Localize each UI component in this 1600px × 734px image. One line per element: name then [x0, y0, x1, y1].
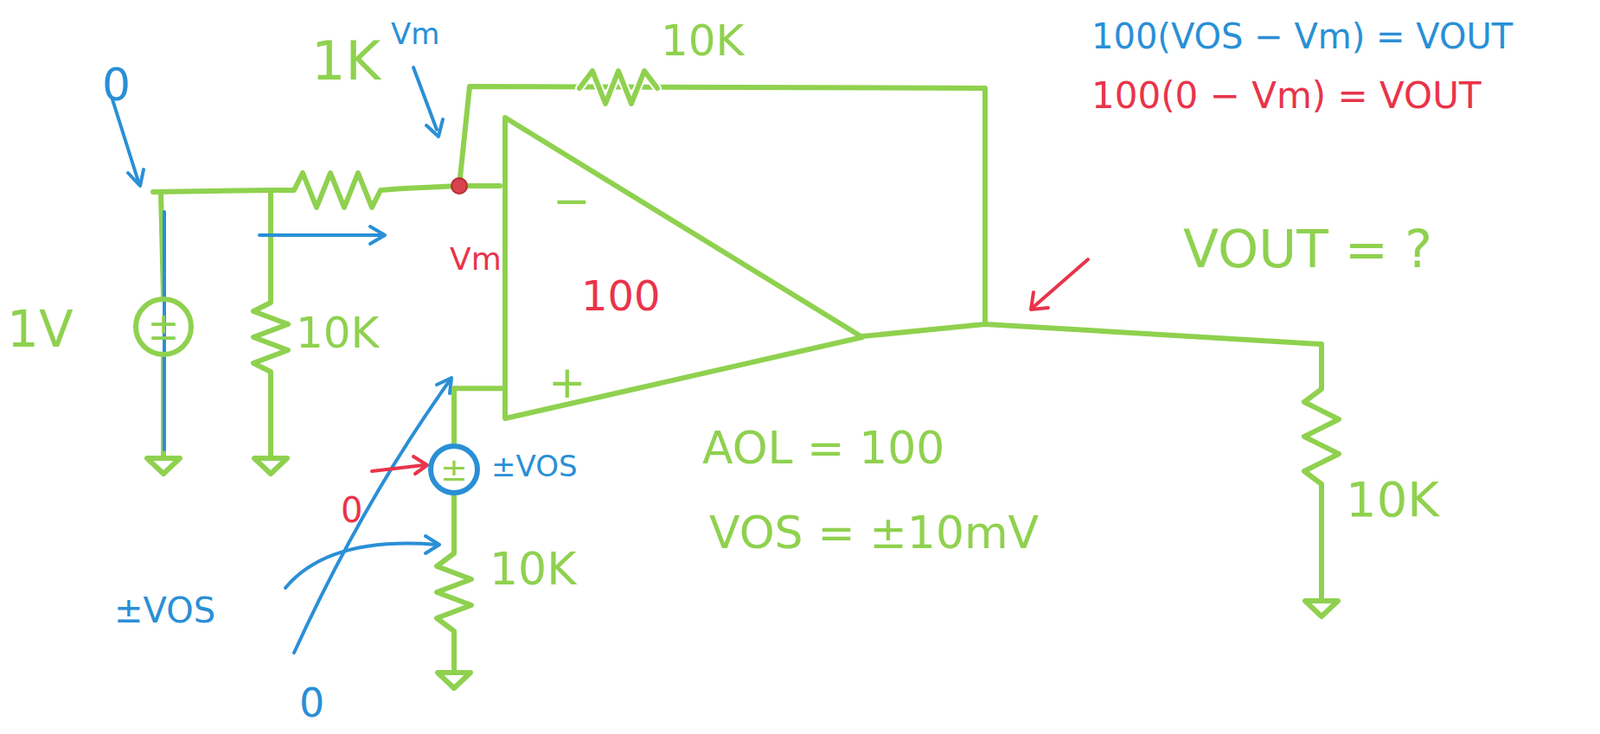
- signal-name: ±VOS: [491, 451, 578, 481]
- equation: 100(VOS − Vm) = VOUT: [1091, 19, 1513, 54]
- node-voltage: 0: [299, 683, 325, 724]
- equation: 100(0 − Vm) = VOUT: [1091, 77, 1482, 115]
- parameter: VOS = ±10mV: [709, 510, 1039, 556]
- signal-name: ±VOS: [114, 593, 216, 628]
- node-text: ±: [147, 307, 180, 346]
- node-voltage: 0: [340, 492, 363, 528]
- offset-voltage-source: ±: [428, 443, 480, 496]
- node-text: −: [552, 178, 591, 224]
- signal-name: Vm: [390, 19, 440, 49]
- node-text: 100: [581, 275, 661, 317]
- op-amp-triangle: − 100 +: [505, 117, 863, 419]
- resistor-value: 1K: [311, 34, 381, 89]
- source-value: 1V: [6, 304, 74, 355]
- node-voltage: 0: [102, 62, 131, 108]
- parameter: AOL = 100: [702, 425, 945, 471]
- resistor-value: 10K: [295, 311, 379, 355]
- signal-name: Vm: [449, 243, 502, 276]
- node-text: +: [548, 359, 587, 405]
- node-text: ±: [440, 453, 468, 487]
- question: VOUT = ?: [1183, 223, 1433, 276]
- voltage-source: ±: [133, 296, 194, 358]
- resistor-value: 10K: [489, 546, 576, 592]
- resistor-value: 10K: [1345, 475, 1440, 525]
- wire: [454, 388, 506, 444]
- resistor-value: 10K: [660, 19, 744, 63]
